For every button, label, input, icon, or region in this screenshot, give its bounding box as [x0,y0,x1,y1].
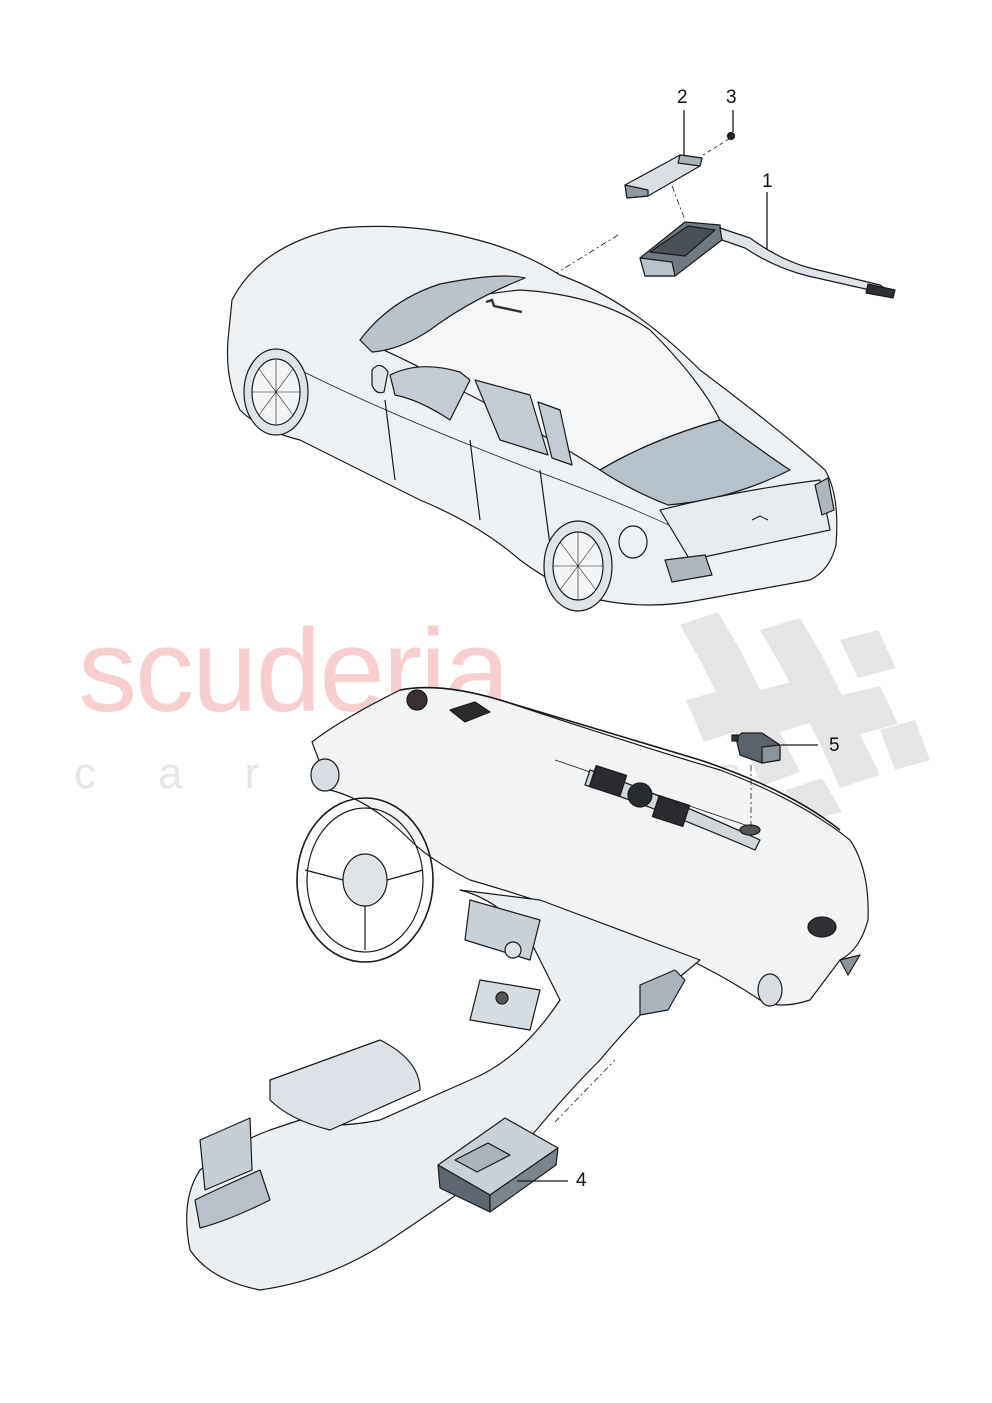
part-4-control-unit [437,1059,616,1213]
callout-2: 2 [677,87,688,108]
callout-5: 5 [829,735,840,756]
callout-3: 3 [726,87,737,108]
callout-1: 1 [762,171,773,192]
dashboard-illustration [186,686,869,1291]
callout-4: 4 [576,1170,587,1191]
car-illustration [226,225,838,612]
part-2-bracket [624,154,703,199]
part-3-screw [702,131,736,156]
part-5-sensor [731,732,781,830]
leader-lines [517,110,818,1182]
part-1-roof-module [639,221,896,299]
